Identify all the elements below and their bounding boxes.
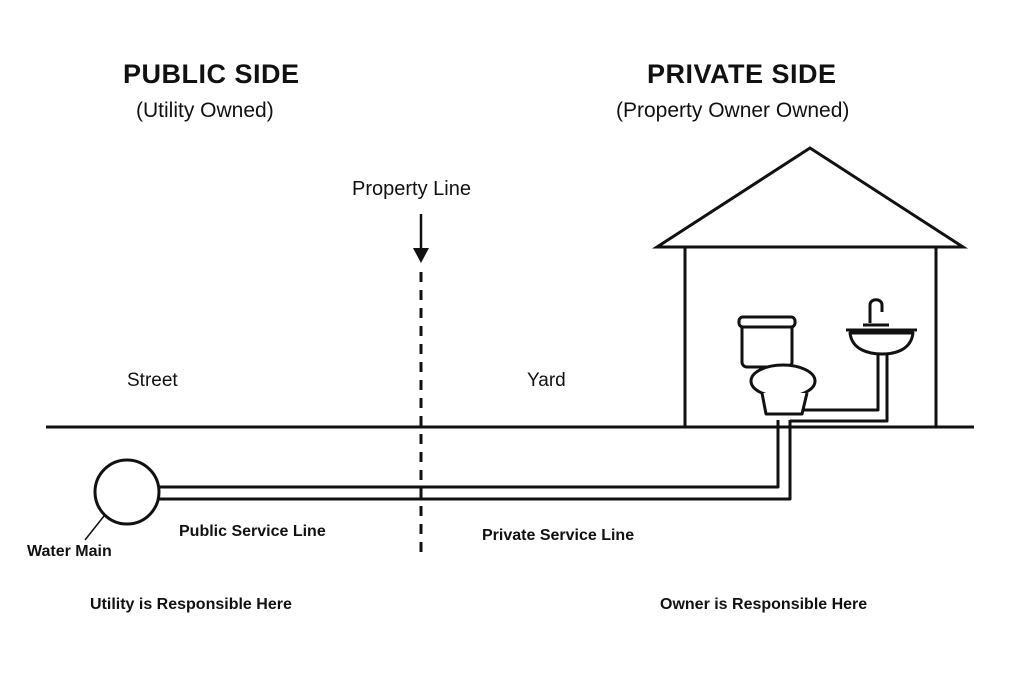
private-service-line-label: Private Service Line [482, 527, 635, 544]
public-side-title: PUBLIC SIDE [123, 59, 300, 89]
property-line-label: Property Line [352, 178, 471, 200]
private-side-title: PRIVATE SIDE [647, 59, 837, 89]
sink-icon [846, 298, 917, 356]
water-main-circle [93, 458, 161, 526]
utility-responsible-label: Utility is Responsible Here [90, 596, 292, 613]
yard-label: Yard [527, 370, 566, 391]
property-line-arrowhead [413, 248, 429, 263]
private-side-subtitle: (Property Owner Owned) [616, 99, 850, 122]
sink-drain [790, 354, 889, 423]
house-roof [651, 146, 969, 249]
owner-responsible-label: Owner is Responsible Here [660, 596, 868, 613]
service-pipe [159, 420, 792, 501]
street-label: Street [127, 370, 178, 391]
public-side-subtitle: (Utility Owned) [136, 99, 274, 122]
public-service-line-label: Public Service Line [179, 523, 326, 540]
water-main-label: Water Main [27, 543, 112, 560]
house [651, 146, 969, 427]
water-main-pointer [84, 515, 105, 541]
toilet-icon [737, 315, 817, 416]
